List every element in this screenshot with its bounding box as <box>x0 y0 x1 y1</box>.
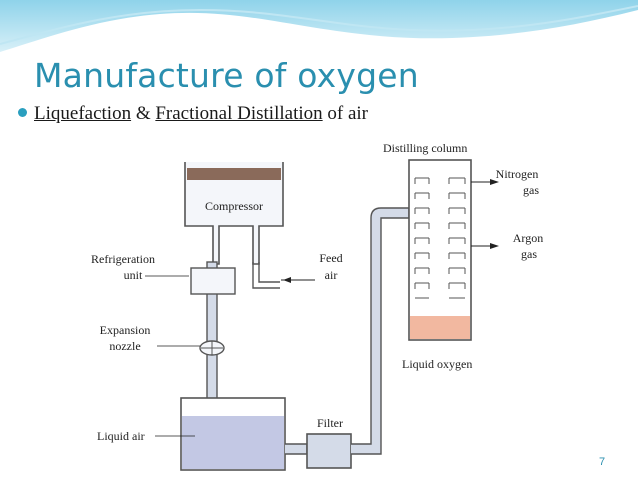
label-liquid-oxygen: Liquid oxygen <box>402 357 472 371</box>
label-expansion: Expansion <box>100 323 151 337</box>
page-number: 7 <box>599 456 606 468</box>
distilling-column <box>408 159 472 341</box>
bullet-connector: & <box>131 103 156 124</box>
compressor <box>184 162 284 265</box>
fractional-distillation-link[interactable]: Fractional Distillation <box>155 103 323 124</box>
argon-outlet <box>471 243 499 249</box>
label-refrigeration: Refrigeration <box>91 252 155 266</box>
expansion-nozzle <box>199 340 225 356</box>
feed-air-pipe <box>252 262 315 289</box>
label-compressor: Compressor <box>205 199 263 213</box>
label-feed: Feed <box>319 251 342 265</box>
label-liquid-air: Liquid air <box>97 429 145 443</box>
slide-title: Manufacture of oxygen <box>34 56 419 95</box>
transfer-pipe <box>285 207 410 469</box>
label-feed-air: air <box>325 268 338 282</box>
liquefaction-link[interactable]: Liquefaction <box>34 103 132 124</box>
label-nitrogen-gas: gas <box>523 183 539 197</box>
liquid-air-tank <box>180 397 286 471</box>
label-refrigeration-unit: unit <box>124 268 143 282</box>
label-distilling-column: Distilling column <box>383 141 467 155</box>
left-pipe <box>190 261 236 409</box>
label-argon: Argon <box>513 231 543 245</box>
bullet-suffix: of air <box>322 103 369 124</box>
bullet-item: Liquefaction & Fractional Distillation o… <box>18 103 368 125</box>
bullet-dot-icon <box>18 108 27 117</box>
oxygen-manufacture-diagram: Distilling column Nitrogen gas Argon gas… <box>91 141 543 471</box>
nitrogen-outlet <box>471 179 499 185</box>
label-expansion-nozzle: nozzle <box>109 339 140 353</box>
label-argon-gas: gas <box>521 247 537 261</box>
label-nitrogen: Nitrogen <box>496 167 539 181</box>
header-wave-decoration <box>0 0 638 56</box>
label-filter: Filter <box>317 416 343 430</box>
